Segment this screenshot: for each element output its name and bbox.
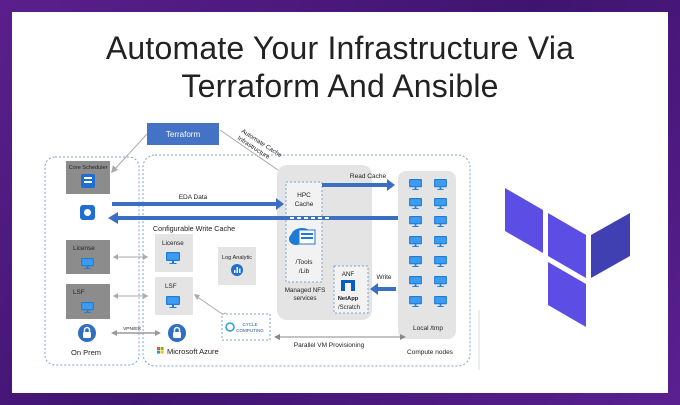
write-label: Write: [376, 274, 391, 281]
lib-label: /Lib: [299, 268, 310, 275]
anf-label: ANF: [342, 271, 355, 278]
netapp-label: NetApp: [338, 296, 359, 302]
microsoft-azure-label: Microsoft Azure: [167, 347, 219, 356]
hpc-cache-cloud-icon: [289, 228, 316, 245]
parallel-vm-label: Parallel VM Provisioning: [294, 342, 365, 349]
eda-data-label: EDA Data: [179, 194, 208, 201]
tools-label: /Tools: [296, 259, 314, 266]
page-title-line2: Terraform And Ansible: [181, 68, 499, 104]
managed-nfs-label-2: services: [293, 295, 316, 302]
onprem-lsf-label: LSF: [73, 289, 85, 296]
azure-license-label: License: [162, 240, 184, 247]
terraform-box-label: Terraform: [166, 130, 201, 139]
read-cache-arrow: [322, 183, 388, 187]
write-cache-label: Configurable Write Cache: [153, 224, 235, 233]
managed-nfs-label-1: Managed NFS: [285, 287, 326, 294]
arrow-lsf-cycle: [195, 295, 226, 317]
cycle-label-2: COMPUTING: [236, 328, 264, 333]
cycle-computing-box: [221, 313, 271, 341]
cycle-label-1: CYCLE: [242, 322, 257, 327]
onprem-lock-icon: [78, 324, 96, 342]
eda-data-arrow: [112, 202, 278, 206]
log-analytic-label: Log Analytic: [222, 255, 252, 261]
terraform-logo-icon: [505, 188, 630, 327]
page-title-line1: Automate Your Infrastructure Via: [105, 30, 575, 66]
onprem-lsf-server: [66, 284, 110, 319]
onprem-license-label: License: [73, 245, 95, 252]
microsoft-logo-icon: [157, 347, 164, 354]
write-arrow: [378, 287, 396, 291]
arrow-terraform-onprem: [113, 133, 148, 171]
on-prem-container: [44, 156, 140, 366]
core-scheduler-label: Core Scheduler: [69, 165, 108, 171]
scratch-label: /Scratch: [338, 305, 360, 311]
cycle-computing-icon: [225, 322, 235, 332]
arrow-terraform-hpc: [219, 129, 289, 178]
azure-lsf-label: LSF: [165, 283, 177, 290]
compute-nodes-panel: [398, 171, 456, 339]
read-cache-label: Read Cache: [350, 173, 387, 180]
local-tmp-label: Local /tmp: [413, 325, 443, 332]
netapp-logo-icon: [341, 280, 355, 291]
log-analytic-icon: [231, 264, 243, 276]
terraform-box: [147, 123, 219, 145]
vpn-label: VPN/ER: [123, 326, 141, 332]
hpc-cache-label-1: HPC: [297, 192, 311, 199]
onprem-endpoint-icon: [80, 205, 95, 220]
on-prem-label: On Prem: [71, 348, 101, 357]
hpc-cache-label-2: Cache: [295, 201, 314, 208]
arrowhead-terraform-onprem: [111, 165, 118, 173]
compute-nodes-label: Compute nodes: [407, 349, 454, 356]
write-cache-arrow: [118, 216, 400, 220]
azure-lock-icon: [168, 324, 186, 342]
